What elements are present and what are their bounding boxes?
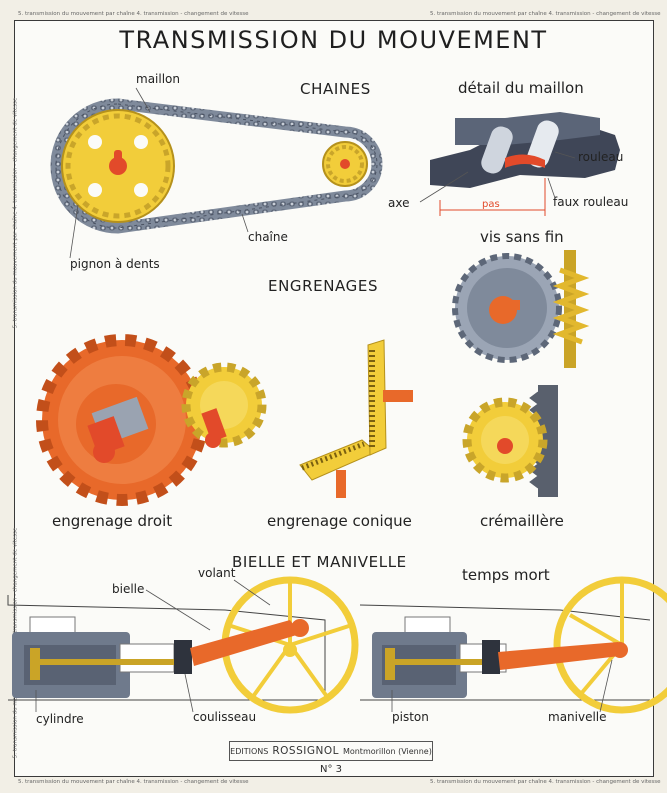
- label-pignon: pignon à dents: [70, 257, 160, 271]
- rack: [538, 385, 558, 497]
- spur-gears: [36, 334, 267, 506]
- label-volant: volant: [198, 566, 236, 580]
- poster-title: TRANSMISSION DU MOUVEMENT: [119, 26, 548, 54]
- publisher-box: EDITIONS ROSSIGNOL Montmorillon (Vienne): [229, 741, 433, 761]
- edge-text-bottom-right: 5. transmission du mouvement par chaîne …: [430, 779, 661, 785]
- label-manivelle: manivelle: [548, 710, 607, 724]
- subtitle-vis-sans-fin: vis sans fin: [480, 228, 564, 246]
- subtitle-detail-maillon: détail du maillon: [458, 79, 584, 97]
- crosshead-right: [482, 640, 500, 674]
- roller-left: [481, 126, 513, 174]
- bevel-shaft-vertical: [336, 470, 346, 498]
- crank-assembly-right: [359, 576, 667, 714]
- section-bielle-manivelle: BIELLE ET MANIVELLE: [232, 553, 407, 571]
- bevel-shaft-horizontal: [383, 390, 413, 402]
- label-coulisseau: coulisseau: [193, 710, 257, 724]
- edge-text-top-right: 5. transmission du mouvement par chaîne …: [430, 11, 661, 17]
- caption-engrenage-conique: engrenage conique: [267, 512, 412, 530]
- label-maillon: maillon: [136, 72, 180, 86]
- label-faux-rouleau: faux rouleau: [553, 195, 629, 209]
- piston-right: [385, 648, 395, 680]
- label-rouleau: rouleau: [578, 150, 624, 164]
- label-chaine: chaîne: [248, 230, 288, 244]
- piston-rod-right: [393, 659, 505, 665]
- label-bielle: bielle: [112, 582, 145, 596]
- connecting-rod-right: [498, 642, 620, 670]
- publisher-place: Montmorillon (Vienne): [342, 746, 432, 756]
- publisher-brand: ROSSIGNOL: [272, 745, 339, 757]
- label-axe: axe: [388, 196, 410, 210]
- plate-number: N° 3: [320, 764, 343, 775]
- piston-left: [30, 648, 40, 680]
- caption-cremaillere: crémaillère: [480, 512, 564, 530]
- publisher-prefix: EDITIONS: [230, 746, 269, 756]
- crank-assembly-left: [7, 576, 359, 714]
- bevel-gears: [299, 339, 413, 498]
- link-detail: [419, 112, 620, 216]
- label-pas: pas: [482, 199, 500, 210]
- edge-text-top-left: 5. transmission du mouvement par chaîne …: [18, 11, 249, 17]
- connecting-rod-left: [190, 620, 300, 666]
- subtitle-temps-mort: temps mort: [462, 566, 550, 584]
- roller-right: [527, 120, 559, 168]
- crosshead-left: [174, 640, 192, 674]
- section-engrenages: ENGRENAGES: [268, 277, 379, 295]
- label-cylindre: cylindre: [36, 712, 84, 726]
- worm-gear: [452, 250, 590, 368]
- caption-engrenage-droit: engrenage droit: [52, 512, 173, 530]
- chain-loop: [50, 98, 383, 234]
- chain-drive: [50, 87, 383, 259]
- edge-text-bottom-left: 5. transmission du mouvement par chaîne …: [18, 779, 249, 785]
- piston-rod-left: [38, 659, 178, 665]
- section-chaines: CHAINES: [300, 80, 371, 98]
- label-piston: piston: [392, 710, 429, 724]
- rack-and-pinion: [462, 385, 558, 497]
